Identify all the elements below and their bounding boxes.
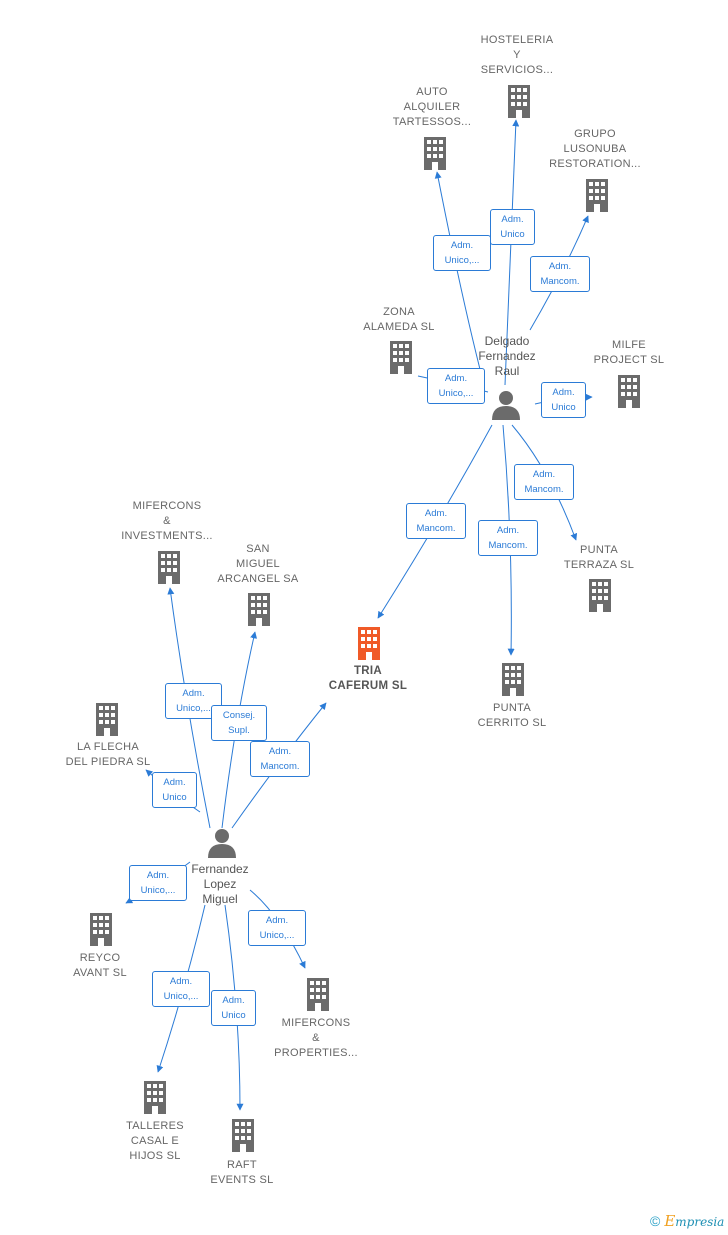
company-label-mifercons-investments[interactable]: MIFERCONS & INVESTMENTS... [121,500,213,542]
company-label-punta-cerrito[interactable]: PUNTA CERRITO SL [477,702,547,729]
building-icon[interactable] [384,340,418,374]
building-icon[interactable] [84,912,118,946]
relation-badge[interactable]: Adm. Unico [541,382,586,418]
relation-badge[interactable]: Consej. Supl. [211,705,267,741]
person-icon[interactable] [490,388,522,420]
company-label-mifercons-properties[interactable]: MIFERCONS & PROPERTIES... [274,1017,358,1059]
relation-badge[interactable]: Adm. Unico,... [248,910,306,946]
relation-badge[interactable]: Adm. Mancom. [530,256,590,292]
company-label-raft-events[interactable]: RAFT EVENTS SL [210,1159,274,1186]
relation-badge[interactable]: Adm. Mancom. [406,503,466,539]
building-icon[interactable] [226,1118,260,1152]
relation-badge[interactable]: Adm. Unico [490,209,535,245]
relation-badge[interactable]: Adm. Unico,... [433,235,491,271]
company-label-hosteleria[interactable]: HOSTELERIA Y SERVICIOS... [480,34,554,76]
company-label-la-flecha[interactable]: LA FLECHA DEL PIEDRA SL [65,741,151,768]
person-label-delgado[interactable]: Delgado Fernandez Raul [478,334,536,378]
company-label-milfe-project[interactable]: MILFE PROJECT SL [593,339,665,366]
relation-badge[interactable]: Adm. Unico,... [129,865,187,901]
building-icon[interactable] [242,592,276,626]
building-icon[interactable] [612,374,646,408]
relation-badge[interactable]: Adm. Unico [211,990,256,1026]
building-icon[interactable] [583,578,617,612]
company-label-auto-alquiler[interactable]: AUTO ALQUILER TARTESSOS... [392,86,472,128]
building-icon[interactable] [90,702,124,736]
copyright-symbol: © [650,1213,661,1229]
building-icon[interactable] [502,84,536,118]
building-icon[interactable] [418,136,452,170]
brand-logo-initial: E [664,1212,676,1230]
company-label-reyco-avant[interactable]: REYCO AVANT SL [73,952,127,979]
building-icon[interactable] [496,662,530,696]
focus-building-icon[interactable] [352,626,386,660]
relation-badge[interactable]: Adm. Unico [152,772,197,808]
relation-badge[interactable]: Adm. Unico,... [427,368,485,404]
company-label-grupo-lusonuba[interactable]: GRUPO LUSONUBA RESTORATION... [549,128,641,170]
company-label-tria-caferum[interactable]: TRIA CAFERUM SL [328,665,408,692]
building-icon[interactable] [138,1080,172,1114]
building-icon[interactable] [301,977,335,1011]
relation-badge[interactable]: Adm. Unico,... [152,971,210,1007]
relation-badge[interactable]: Adm. Mancom. [478,520,538,556]
company-label-san-miguel[interactable]: SAN MIGUEL ARCANGEL SA [217,543,299,585]
building-icon[interactable] [152,550,186,584]
brand-footer: ©Empresia [650,1212,724,1230]
relation-badge[interactable]: Adm. Unico,... [165,683,222,719]
relation-badge[interactable]: Adm. Mancom. [514,464,574,500]
company-label-zona-alameda[interactable]: ZONA ALAMEDA SL [363,306,435,333]
person-icon[interactable] [206,826,238,858]
company-label-punta-terraza[interactable]: PUNTA TERRAZA SL [563,544,635,571]
edge-delgado-hosteleria [504,119,520,386]
brand-logo-text: mpresia [675,1215,725,1229]
edge-delgado-auto [434,171,485,386]
building-icon[interactable] [580,178,614,212]
company-label-talleres-casal[interactable]: TALLERES CASAL E HIJOS SL [126,1120,184,1162]
person-label-fernandez[interactable]: Fernandez Lopez Miguel [191,862,249,906]
relation-badge[interactable]: Adm. Mancom. [250,741,310,777]
